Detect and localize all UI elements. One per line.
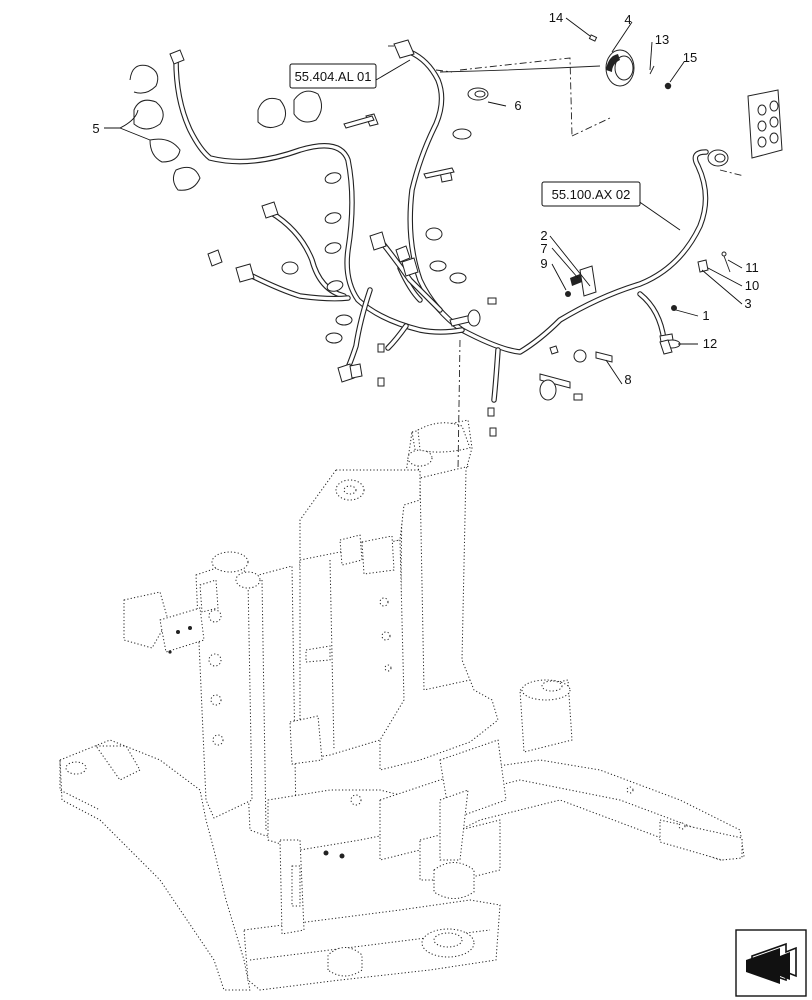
wiring-harness <box>173 49 709 403</box>
sensor-loops <box>129 64 455 191</box>
callout-11: 11 <box>745 260 759 275</box>
callout-10: 10 <box>745 278 759 293</box>
callout-14: 14 <box>549 10 563 25</box>
callout-8: 8 <box>624 372 631 387</box>
callout-12: 12 <box>703 336 717 351</box>
callout-labels: 14 4 13 15 6 5 2 7 9 11 10 3 1 12 8 <box>92 10 759 387</box>
callout-5: 5 <box>92 121 99 136</box>
alignment-lines <box>435 57 745 471</box>
reference-label-al: 55.404.AL 01 <box>295 69 372 84</box>
callout-6: 6 <box>514 98 521 113</box>
chassis-frame <box>59 419 745 991</box>
callout-7: 7 <box>540 241 547 256</box>
callout-15: 15 <box>683 50 697 65</box>
reference-box-al: 55.404.AL 01 <box>289 63 377 89</box>
callout-9: 9 <box>540 256 547 271</box>
callout-4: 4 <box>624 12 631 27</box>
reference-label-ax: 55.100.AX 02 <box>552 187 631 202</box>
leader-lines <box>104 17 743 385</box>
callout-3: 3 <box>744 296 751 311</box>
hardware <box>377 34 783 437</box>
callout-1: 1 <box>702 308 709 323</box>
view-direction-arrow-icon <box>735 929 807 997</box>
reference-box-ax: 55.100.AX 02 <box>541 181 641 207</box>
callout-2: 2 <box>540 228 547 243</box>
callout-13: 13 <box>655 32 669 47</box>
harness-clips <box>281 87 489 344</box>
